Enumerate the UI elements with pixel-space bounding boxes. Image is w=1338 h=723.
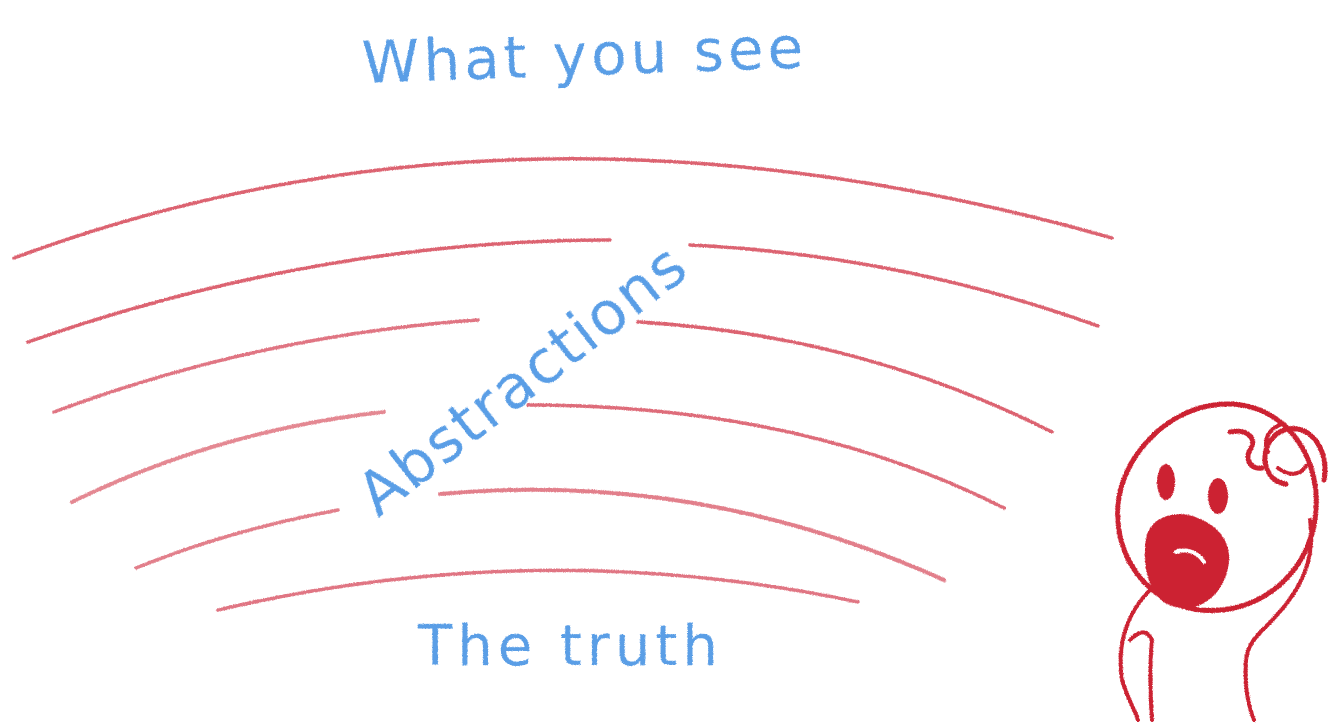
person-left-arm — [1121, 590, 1150, 720]
person-left-eye — [1157, 464, 1175, 500]
middle-label: Abstractions — [344, 229, 701, 530]
layer-line — [54, 320, 478, 412]
bottom-label: The truth — [417, 614, 723, 679]
layer-line — [72, 412, 384, 502]
layer-line — [690, 245, 1098, 326]
layer-line — [14, 159, 1112, 258]
confused-person-icon — [1118, 404, 1325, 720]
person-beard — [1147, 516, 1227, 606]
layer-line — [136, 510, 338, 568]
person-eyebrow — [1230, 431, 1262, 468]
top-label: What you see — [361, 13, 809, 97]
person-right-eye — [1208, 478, 1228, 514]
layer-line — [440, 490, 944, 580]
person-right-side — [1246, 520, 1312, 720]
layer-line — [218, 570, 858, 610]
layer-line — [28, 240, 610, 342]
